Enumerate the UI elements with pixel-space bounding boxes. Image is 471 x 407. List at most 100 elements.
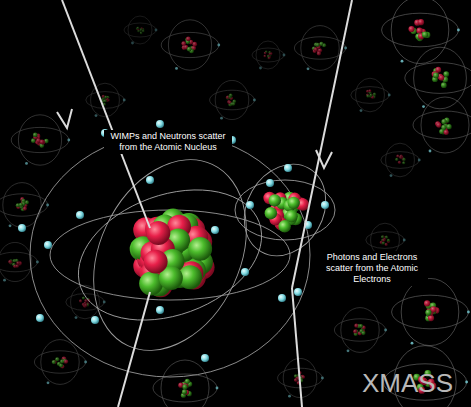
electron [253,99,256,102]
electron [84,361,87,364]
neutron [359,324,363,328]
electron [201,354,209,362]
neutron [136,27,139,30]
proton [15,264,19,268]
proton [317,51,321,55]
outgoing-wimp-track [118,292,150,407]
neutron [265,207,277,219]
electron [422,105,425,108]
electron [259,67,262,70]
electron [220,117,223,120]
arrowhead [57,109,72,128]
proton [294,378,298,382]
electron [411,342,414,345]
electron [467,311,470,314]
orbit [301,26,339,71]
proton [267,54,270,57]
proton [353,329,357,333]
atom [382,0,460,64]
particle-tracks [57,0,352,407]
electron [47,381,50,384]
orbit [64,135,275,375]
proton [354,324,358,328]
neutron [447,124,452,129]
proton [84,299,87,302]
proton [428,315,434,321]
electron [321,201,329,209]
proton [9,260,13,264]
orbit [18,115,61,165]
orbit [161,360,209,407]
electron [465,381,468,384]
neutron [369,94,372,97]
proton [146,221,170,245]
neutron [387,239,390,242]
orbit [386,143,415,177]
electron [95,114,98,117]
electron [3,279,6,282]
proton [268,57,271,60]
proton [408,26,414,32]
proton [382,239,385,242]
orbit [356,78,385,112]
electron [46,204,49,207]
atom [153,360,218,407]
atom [405,47,471,109]
proton [444,130,449,135]
electron [36,314,44,322]
proton [263,55,266,58]
neutron [232,102,236,106]
neutron [137,27,140,30]
proton [64,359,68,363]
electron [246,201,254,209]
atom [334,308,387,353]
electron [418,159,421,162]
electron [457,29,460,32]
electron-scatter-note: Photons and Electrons scatter from the A… [316,251,428,286]
neutron [140,28,143,31]
neutron [278,220,290,232]
neutron [55,357,59,361]
neutron [285,210,297,222]
orbit [0,242,32,281]
neutron [373,93,376,96]
proton [192,42,197,47]
neutron [188,237,212,261]
atom [124,16,157,44]
electron [307,67,310,70]
neutron [425,309,431,315]
atom [392,278,470,345]
electron [36,261,39,264]
atom [381,143,421,177]
electron [390,174,393,177]
neutron [137,27,140,30]
neutron [403,158,406,161]
neutron [316,43,320,47]
neutron [382,241,385,244]
orbit [256,41,280,69]
neutron [441,119,446,124]
proton [41,140,46,145]
electron [344,47,347,50]
neutron [422,32,428,38]
neutron [185,379,190,384]
electron [284,164,292,172]
proton [8,260,12,264]
electron [294,288,302,296]
electron [401,60,404,63]
neutron [439,129,444,134]
neutron [319,42,323,46]
outgoing-photon-track [292,288,302,407]
electron [67,139,70,142]
atom [210,80,256,119]
neutron [142,30,145,33]
neutron [433,73,439,79]
neutron [187,47,192,52]
proton [264,52,267,55]
neutron [104,96,107,99]
nucleus-scatter-note: WIMPs and Neutrons scatter from the Atom… [104,130,232,154]
neutron [82,296,85,299]
electron [211,226,219,234]
electron [216,387,219,390]
